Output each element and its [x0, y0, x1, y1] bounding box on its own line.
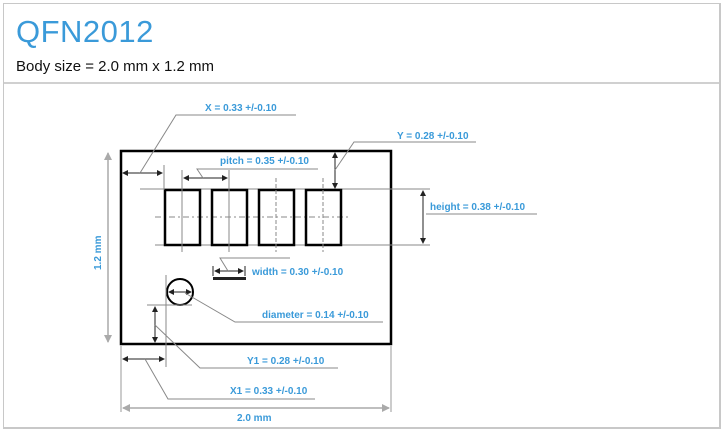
package-body	[119, 149, 393, 346]
body-width-label: 2.0 mm	[237, 413, 272, 424]
y1-label: Y1 = 0.28 +/-0.10	[247, 356, 325, 367]
width-label: width = 0.30 +/-0.10	[251, 267, 344, 278]
page-frame: QFN2012 Body size = 2.0 mm x 1.2 mm	[3, 3, 721, 429]
header: QFN2012 Body size = 2.0 mm x 1.2 mm	[4, 4, 719, 84]
body-size-text: Body size = 2.0 mm x 1.2 mm	[16, 58, 214, 75]
x1-label: X1 = 0.33 +/-0.10	[230, 386, 308, 397]
diameter-label: diameter = 0.14 +/-0.10	[262, 310, 369, 321]
body-height-label: 1.2 mm	[93, 235, 104, 270]
height-label: height = 0.38 +/-0.10	[430, 202, 525, 213]
y-label: Y = 0.28 +/-0.10	[397, 131, 469, 142]
pitch-label: pitch = 0.35 +/-0.10	[220, 156, 309, 167]
x-label: X = 0.33 +/-0.10	[205, 103, 277, 114]
page-title: QFN2012	[16, 14, 154, 49]
